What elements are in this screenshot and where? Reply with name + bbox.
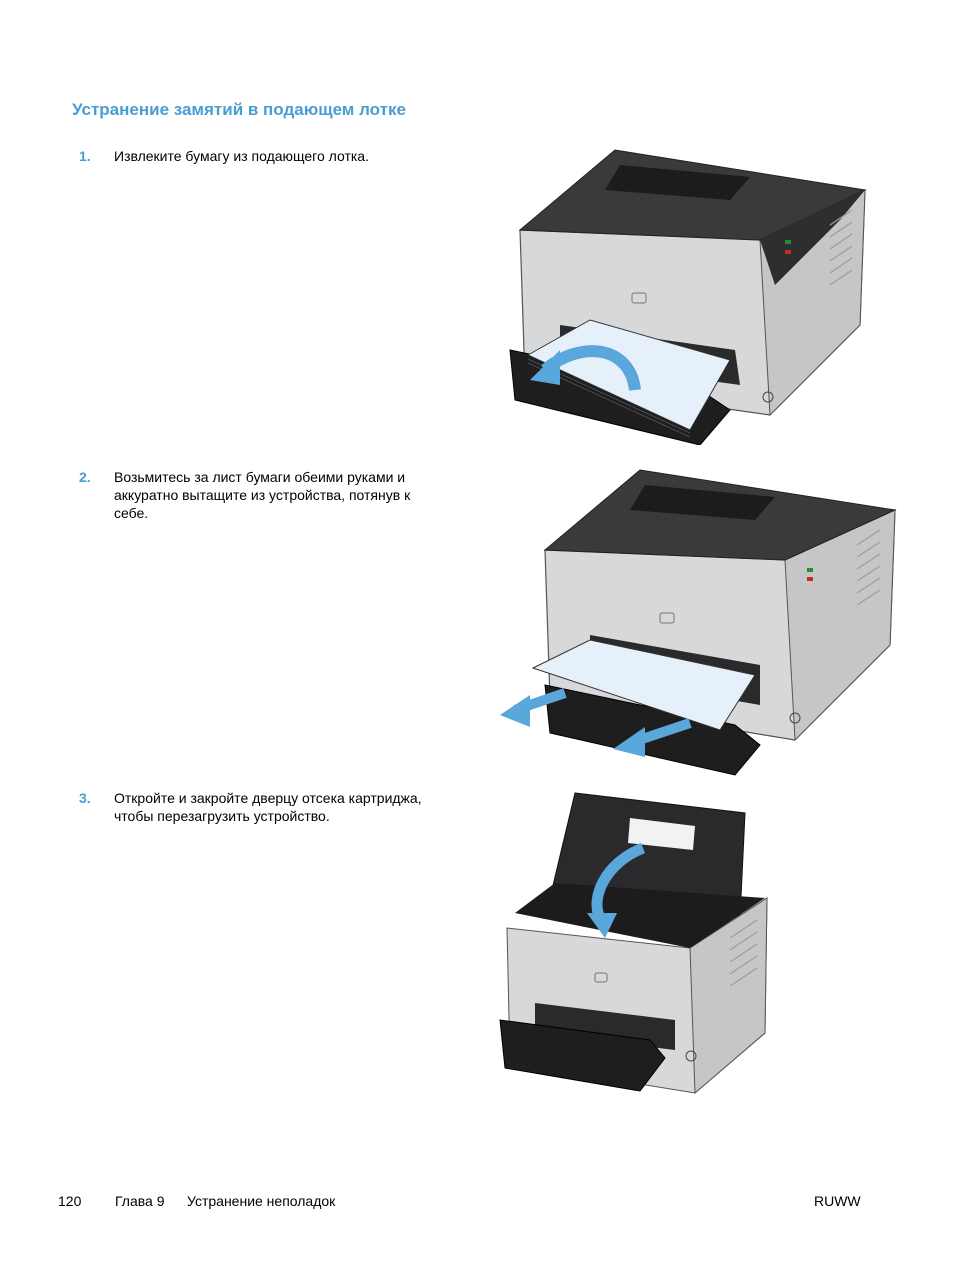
page-number: 120 [58, 1193, 82, 1209]
step-text: Откройте и закройте дверцу отсека картри… [114, 790, 422, 824]
printer-open-door-illustration [499, 792, 768, 1095]
step-number: 3. [79, 790, 91, 806]
chapter-label: Глава 9 [115, 1193, 165, 1209]
step-text: Извлеките бумагу из подающего лотка. [114, 148, 369, 164]
section-heading: Устранение замятий в подающем лотке [72, 100, 406, 119]
printer-remove-paper-illustration [509, 149, 867, 445]
locale-code: RUWW [814, 1193, 861, 1209]
chapter-title: Устранение неполадок [187, 1193, 336, 1209]
printer-pull-sheet-illustration [500, 469, 897, 776]
step-number: 2. [79, 469, 91, 485]
step-text: Возьмитесь за лист бумаги обеими руками … [114, 469, 411, 521]
step-number: 1. [79, 148, 91, 164]
